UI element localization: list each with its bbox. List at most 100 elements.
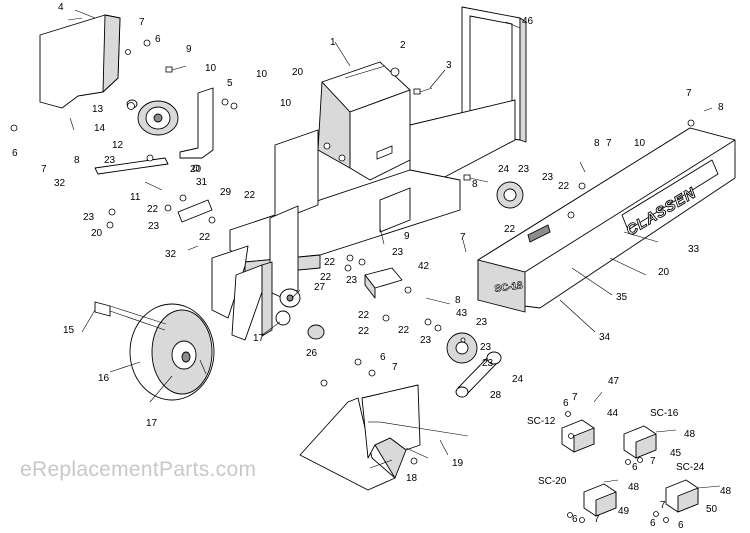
callout-25h: 23 [480, 342, 492, 353]
callout-48a: 48 [684, 429, 696, 440]
callout-24a: 23 [542, 172, 554, 183]
callout-22c: 22 [358, 310, 370, 321]
part-engine-bracket [179, 87, 214, 159]
callout-27: 26 [306, 348, 318, 359]
callout-9b: 9 [404, 231, 410, 242]
callout-14: 14 [94, 123, 106, 134]
callout-10a: 10 [205, 63, 217, 74]
callout-7d: 7 [606, 138, 612, 149]
callout-25f: 23 [346, 275, 358, 286]
leader-lines [74, 9, 659, 469]
callout-23b: 22 [199, 232, 211, 243]
callout-6f: 6 [572, 514, 578, 525]
bolt-icon [69, 65, 713, 459]
part-side-frame [211, 129, 319, 341]
callout-23d: 22 [324, 257, 336, 268]
variant-label-sc16: SC-16 [650, 408, 679, 419]
callout-29: 28 [490, 390, 502, 401]
callout-6c: 6 [380, 352, 386, 363]
callout-15: 15 [63, 325, 75, 336]
engine-block-icon: CLASSEN SC-18 [477, 127, 736, 313]
callout-17b: 17 [146, 418, 158, 429]
variant-block-sc20 [567, 479, 619, 523]
callout-7e: 7 [460, 232, 466, 243]
callout-8c: 8 [594, 138, 600, 149]
model-decal: SC-18 [494, 280, 524, 295]
variant-labels: SC-12 SC-16 SC-20 SC-24 [527, 408, 705, 487]
callout-17a: 17 [253, 333, 265, 344]
callout-31b: 32 [165, 249, 177, 260]
callout-25e: 23 [392, 247, 404, 258]
variant-label-sc12: SC-12 [527, 416, 556, 427]
callout-8a: 8 [74, 155, 80, 166]
callout-49: 49 [618, 506, 630, 517]
callout-9a: 9 [186, 44, 192, 55]
callout-48b: 48 [628, 482, 640, 493]
part-crank-arm [455, 351, 502, 398]
callout-10d: 10 [634, 138, 646, 149]
callout-5: 5 [227, 78, 233, 89]
watermark-text: eReplacementParts.com [20, 458, 256, 481]
callout-21: 20 [658, 267, 670, 278]
callout-20c: 20 [292, 67, 304, 78]
variant-label-sc20: SC-20 [538, 476, 567, 487]
callout-50: 50 [706, 504, 718, 515]
callout-2: 2 [400, 40, 406, 51]
callout-26a: 24 [498, 164, 510, 175]
callout-32: 31 [196, 177, 208, 188]
callout-44: 46 [522, 16, 534, 27]
callout-11: 11 [130, 192, 141, 203]
part-spacer [307, 324, 325, 340]
callout-42: 42 [418, 261, 430, 272]
callout-22b: 22 [558, 181, 570, 192]
callout-1: 1 [330, 37, 336, 48]
part-bracket [364, 267, 403, 299]
callout-23c: 22 [504, 224, 516, 235]
part-axle-bushing [275, 288, 301, 326]
callout-6a: 6 [155, 34, 161, 45]
callout-6d: 6 [563, 398, 569, 409]
variant-label-sc24: SC-24 [676, 462, 705, 473]
callout-20b: 20 [91, 228, 103, 239]
callout-6e: 6 [632, 462, 638, 473]
callout-33: 33 [688, 244, 700, 255]
callout-6b: 6 [12, 148, 18, 159]
callout-10c: 10 [280, 98, 292, 109]
callout-7j: 7 [660, 500, 666, 511]
callout-26b: 24 [512, 374, 524, 385]
callout-34: 34 [599, 332, 611, 343]
variant-block-sc24 [653, 479, 721, 523]
callout-23f: 22 [358, 326, 370, 337]
callout-48c: 48 [720, 486, 732, 497]
callout-22a: 22 [244, 190, 256, 201]
callout-7b: 7 [41, 164, 47, 175]
callout-23e: 22 [320, 272, 332, 283]
callout-7a: 7 [139, 17, 145, 28]
callout-10b: 10 [256, 69, 268, 80]
callout-7i: 7 [594, 514, 600, 525]
callout-7c: 7 [686, 88, 692, 99]
callout-13: 13 [92, 104, 104, 115]
callout-6g: 6 [678, 520, 684, 531]
wheel-icon [129, 303, 215, 401]
callout-28: 27 [314, 282, 326, 293]
callout-8d: 8 [472, 179, 478, 190]
variant-block-sc16 [623, 425, 677, 465]
callout-24c: 23 [482, 358, 494, 369]
callout-30: 29 [220, 187, 232, 198]
callout-16: 16 [98, 373, 110, 384]
callout-7h: 7 [650, 456, 656, 467]
part-hopper [317, 61, 411, 181]
part-bottom-guard [299, 384, 421, 491]
callout-24b: 23 [476, 317, 488, 328]
callout-23g: 22 [398, 325, 410, 336]
variant-block-sc12 [561, 411, 595, 453]
callout-19: 19 [452, 458, 464, 469]
callout-6h: 6 [650, 518, 656, 529]
part-link-bar [94, 157, 169, 175]
callout-numbers: 4 7 6 9 10 10 5 13 14 12 23 6 7 8 32 11 … [12, 2, 732, 531]
callout-31a: 32 [54, 178, 66, 189]
callout-8e: 8 [455, 295, 461, 306]
part-belt-guard [39, 14, 121, 109]
callout-46: 47 [608, 376, 620, 387]
